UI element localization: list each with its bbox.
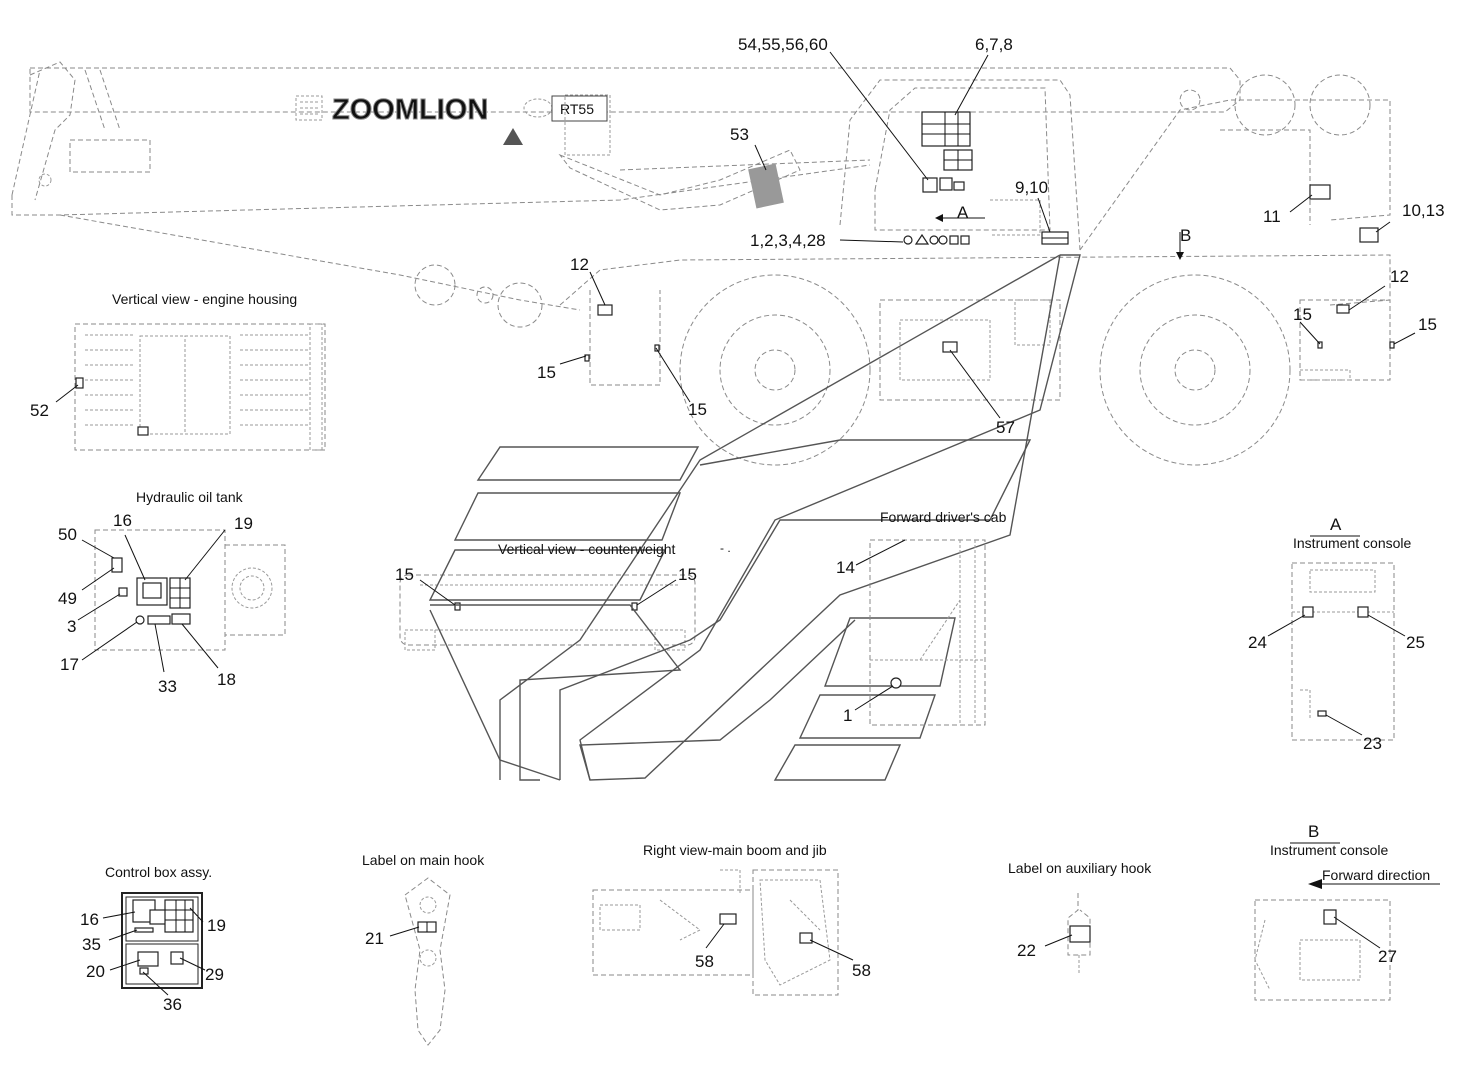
callout-6-7-8: 6,7,8: [975, 35, 1013, 54]
callout-15-counterweight-left: 15: [395, 565, 414, 584]
callout-50: 50: [58, 525, 77, 544]
callout-58-jib: 58: [852, 961, 871, 980]
callout-15-rear-left: 15: [1293, 305, 1312, 324]
callout-15-front-right: 15: [688, 400, 707, 419]
callout-36: 36: [163, 995, 182, 1014]
engine-housing-caption: Vertical view - engine housing: [112, 291, 297, 307]
counterweight-caption: Vertical view - counterweight: [498, 541, 676, 557]
control-box-view: Control box assy.: [105, 864, 212, 989]
callout-20: 20: [86, 962, 105, 981]
main-hook-caption: Label on main hook: [362, 852, 485, 868]
callout-19-control-box: 19: [207, 916, 226, 935]
stripe-decals: [428, 439, 1032, 781]
callout-14: 14: [836, 558, 855, 577]
callout-12-front: 12: [570, 255, 589, 274]
forward-cab-view: Forward driver's cab - .: [720, 509, 1007, 726]
callout-33: 33: [158, 677, 177, 696]
view-a-caption: Instrument console: [1293, 535, 1411, 551]
callout-29: 29: [205, 965, 224, 984]
callout-23: 23: [1363, 734, 1382, 753]
callout-54-55-56-60: 54,55,56,60: [738, 35, 828, 54]
callout-18: 18: [217, 670, 236, 689]
callout-1: 1: [843, 706, 852, 725]
callout-57: 57: [996, 418, 1015, 437]
hydraulic-tank-view: Hydraulic oil tank: [94, 489, 286, 651]
forward-cab-caption: Forward driver's cab: [880, 509, 1007, 525]
instrument-console-b-view: B Instrument console Forward direction: [1254, 822, 1440, 1001]
hydraulic-tank-caption: Hydraulic oil tank: [136, 489, 244, 505]
callout-25: 25: [1406, 633, 1425, 652]
aux-hook-view: Label on auxiliary hook: [1008, 860, 1152, 975]
callout-53: 53: [730, 125, 749, 144]
callout-24: 24: [1248, 633, 1267, 652]
engine-housing-view: Vertical view - engine housing: [74, 291, 326, 451]
view-b-letter: B: [1308, 822, 1319, 841]
callout-15-front-left: 15: [537, 363, 556, 382]
forward-direction-label: Forward direction: [1322, 867, 1430, 883]
view-b-caption: Instrument console: [1270, 842, 1388, 858]
view-a-letter: A: [1330, 515, 1342, 534]
callout-16-tank: 16: [113, 511, 132, 530]
control-box-caption: Control box assy.: [105, 864, 212, 880]
callout-3: 3: [67, 617, 76, 636]
callout-9-10: 9,10: [1015, 178, 1048, 197]
leader-lines: [55, 51, 1416, 996]
callout-35: 35: [82, 935, 101, 954]
svg-text:- .: - .: [720, 541, 731, 555]
callout-1-2-3-4-28: 1,2,3,4,28: [750, 231, 826, 250]
callout-11: 11: [1263, 207, 1281, 226]
view-arrow-b: B: [1180, 226, 1191, 245]
main-boom-view: Right view-main boom and jib: [592, 842, 839, 996]
model-label: RT55: [560, 101, 594, 117]
zoomlion-logo: ZOOMLION RT55: [295, 94, 611, 156]
callout-12-rear: 12: [1390, 267, 1409, 286]
callout-58-boom: 58: [695, 952, 714, 971]
callout-16-control-box: 16: [80, 910, 99, 929]
callout-49: 49: [58, 589, 77, 608]
callout-22: 22: [1017, 941, 1036, 960]
callout-21: 21: [365, 929, 384, 948]
callout-10-13: 10,13: [1402, 201, 1445, 220]
main-boom-caption: Right view-main boom and jib: [643, 842, 827, 858]
callout-15-counterweight-right: 15: [678, 565, 697, 584]
main-hook-view: Label on main hook: [362, 852, 485, 1046]
cab-sticker-outline: [499, 254, 1081, 781]
callout-15-rear-right: 15: [1418, 315, 1437, 334]
callout-52: 52: [30, 401, 49, 420]
callout-27: 27: [1378, 947, 1397, 966]
instrument-console-a-view: A Instrument console: [1291, 515, 1411, 741]
crane-decals: [584, 111, 1395, 362]
callout-19-tank: 19: [234, 514, 253, 533]
callout-17: 17: [60, 655, 79, 674]
callout-labels: 54,55,56,60 6,7,8 53 9,10 1,2,3,4,28 11 …: [30, 35, 1445, 1014]
aux-hook-caption: Label on auxiliary hook: [1008, 860, 1152, 876]
crane-side-view: [11, 61, 1391, 466]
counterweight-view: [399, 574, 696, 651]
view-arrow-a: A: [957, 203, 969, 222]
logo-text: ZOOMLION: [332, 94, 488, 126]
